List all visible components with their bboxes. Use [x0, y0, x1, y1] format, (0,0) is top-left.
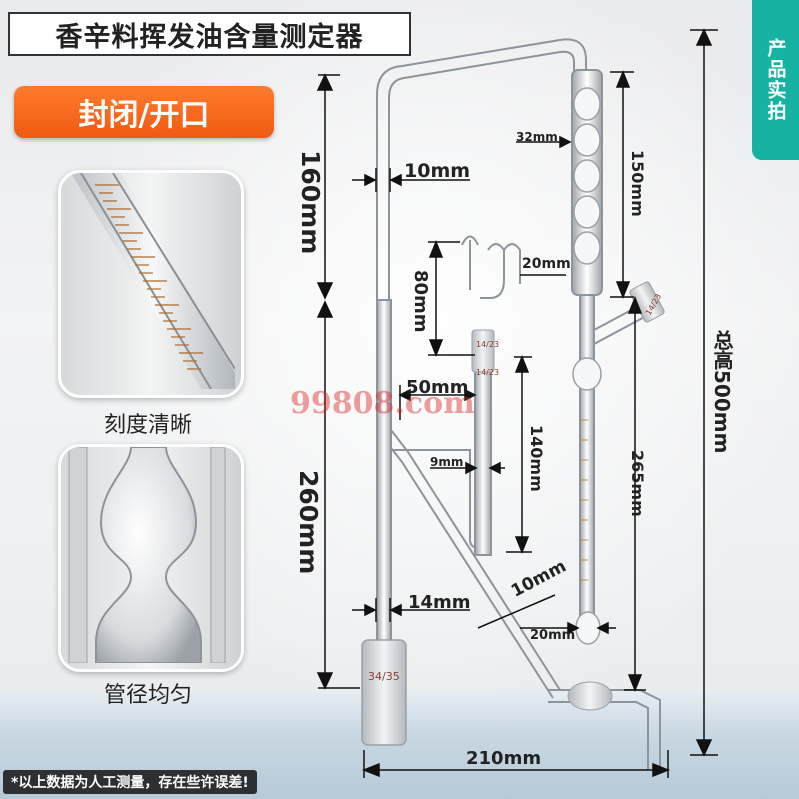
product-photo-badge: 产品实拍	[752, 0, 799, 160]
dim-160: 160mm	[296, 150, 325, 255]
dim-10-top: 10mm	[404, 160, 471, 182]
joint-34-35	[361, 639, 407, 746]
joint-label-34-35: 34/35	[368, 670, 400, 683]
title-box: 香辛料挥发油含量测定器	[8, 12, 411, 56]
dim-140: 140mm	[527, 425, 546, 492]
dim-20-lower: 20mm	[530, 628, 576, 643]
scale-closeup-image	[58, 170, 244, 398]
joint-label-14-23-b: 14/23	[476, 368, 500, 377]
disclaimer-bar: *以上数据为人工测量，存在些许误差!	[3, 770, 257, 794]
dim-14: 14mm	[408, 592, 471, 613]
joint-14-23-middle	[471, 329, 495, 373]
scale-caption: 刻度清晰	[103, 413, 192, 438]
dim-32: 32mm	[516, 130, 558, 144]
dim-9: 9mm	[430, 455, 464, 469]
page-title: 香辛料挥发油含量测定器	[55, 21, 364, 53]
dim-265: 265mm	[628, 450, 647, 517]
tube-closeup-image	[58, 444, 244, 672]
dim-total-height: 总高500mm	[710, 330, 734, 454]
dim-80: 80mm	[410, 270, 431, 333]
stopcock	[567, 681, 613, 711]
dim-20-upper: 20mm	[522, 256, 571, 272]
dim-150: 150mm	[628, 150, 647, 217]
dim-210: 210mm	[466, 748, 542, 769]
dim-260: 260mm	[294, 470, 323, 575]
tube-caption: 管径均匀	[103, 683, 192, 708]
variant-tag: 封闭/开口	[14, 86, 274, 138]
badge-label: 产品实拍	[764, 38, 787, 122]
watermark: 99808.com	[290, 386, 475, 421]
joint-label-14-23-a: 14/23	[476, 340, 500, 349]
disclaimer-text: *以上数据为人工测量，存在些许误差!	[11, 775, 249, 791]
variant-tag-label: 封闭/开口	[78, 98, 210, 133]
dim-50: 50mm	[406, 377, 469, 398]
